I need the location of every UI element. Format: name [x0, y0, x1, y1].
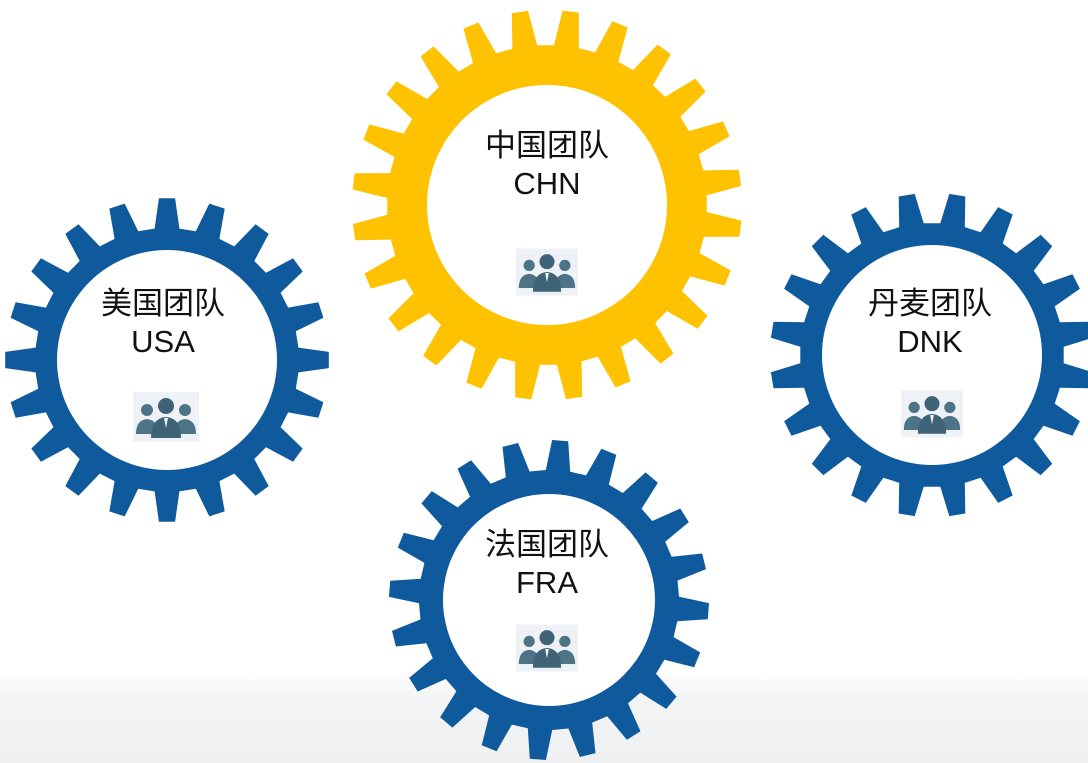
people-group-icon: [133, 392, 199, 442]
team-name-zh-usa: 美国团队: [101, 286, 225, 322]
team-label-dnk: 丹麦团队 DNK: [868, 286, 992, 360]
team-name-zh-fra: 法国团队: [485, 527, 609, 563]
people-group-icon: [901, 390, 963, 438]
team-code-usa: USA: [131, 324, 195, 360]
team-label-fra: 法国团队 FRA: [485, 527, 609, 601]
team-name-zh-chn: 中国团队: [485, 128, 609, 164]
gear-hub-dnk: [822, 245, 1042, 465]
people-group-icon: [516, 624, 578, 672]
team-code-fra: FRA: [516, 565, 578, 601]
gear-hub-usa: [57, 250, 277, 470]
team-code-chn: CHN: [513, 166, 581, 202]
gear-hub-chn: [427, 85, 667, 325]
team-label-chn: 中国团队 CHN: [485, 128, 609, 202]
people-group-icon: [516, 248, 578, 296]
team-label-usa: 美国团队 USA: [101, 286, 225, 360]
gear-hub-fra: [443, 494, 655, 706]
team-code-dnk: DNK: [897, 324, 963, 360]
team-name-zh-dnk: 丹麦团队: [868, 286, 992, 322]
